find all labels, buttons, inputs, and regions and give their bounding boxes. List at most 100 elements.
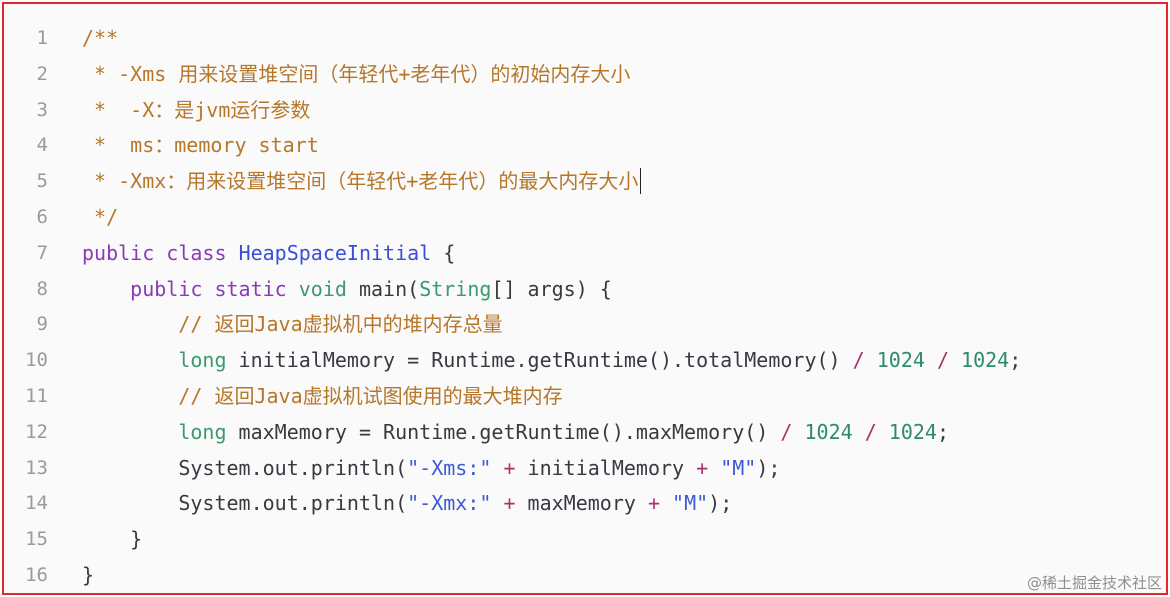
text-cursor: [640, 168, 642, 195]
code-token: [660, 491, 672, 515]
code-line[interactable]: 7 public class HeapSpaceInitial {: [4, 236, 1166, 272]
line-source: // 返回Java虚拟机试图使用的最大堆内存: [82, 379, 563, 415]
line-number: 9: [36, 313, 48, 336]
code-line[interactable]: 6 */: [4, 200, 1166, 236]
line-source: // 返回Java虚拟机中的堆内存总量: [82, 307, 503, 343]
code-line[interactable]: 8 public static void main(String[] args)…: [4, 272, 1166, 308]
line-source: * -X：是jvm运行参数: [82, 93, 310, 129]
code-token: public: [82, 240, 155, 265]
line-number: 16: [25, 563, 48, 586]
line-source: long maxMemory = Runtime.getRuntime().ma…: [82, 415, 949, 451]
line-source: public static void main(String[] args) {: [82, 272, 612, 308]
code-line[interactable]: 10 long initialMemory = Runtime.getRunti…: [4, 343, 1166, 379]
line-number: 7: [36, 241, 48, 264]
code-token: * -Xmx：用来设置堆空间（年轻代+老年代）的最大内存大小: [82, 169, 639, 194]
code-line[interactable]: 13 System.out.println("-Xms:" + initialM…: [4, 451, 1166, 487]
line-number: 10: [25, 349, 48, 372]
line-source: * -Xmx：用来设置堆空间（年轻代+老年代）的最大内存大小: [82, 164, 642, 200]
line-number: 5: [36, 170, 48, 193]
code-token: ;: [1009, 348, 1022, 373]
code-token: +: [696, 455, 709, 480]
code-token: [491, 456, 503, 480]
line-source: */: [82, 200, 118, 236]
code-token: * ms：memory start: [82, 133, 319, 158]
code-token: * -Xms 用来设置堆空间（年轻代+老年代）的初始内存大小: [82, 61, 631, 86]
code-token: 1024: [888, 419, 937, 444]
line-number: 8: [36, 277, 48, 300]
code-token: String: [419, 276, 492, 301]
code-token: {: [431, 240, 456, 265]
line-number: 15: [25, 528, 48, 551]
code-token: [865, 348, 877, 372]
code-line[interactable]: 2 * -Xms 用来设置堆空间（年轻代+老年代）的初始内存大小: [4, 57, 1166, 93]
code-token: [82, 277, 130, 301]
code-token: [792, 420, 804, 444]
code-token: /: [936, 348, 949, 373]
code-token: initialMemory = Runtime.getRuntime().tot…: [226, 348, 853, 373]
line-source: long initialMemory = Runtime.getRuntime(…: [82, 343, 1021, 379]
line-number: 3: [36, 98, 48, 121]
code-token: long: [178, 348, 227, 373]
code-token: 1024: [876, 348, 925, 373]
code-token: maxMemory = Runtime.getRuntime().maxMemo…: [226, 419, 781, 444]
line-source: System.out.println("-Xmx:" + maxMemory +…: [82, 486, 732, 522]
code-token: initialMemory: [515, 455, 697, 480]
code-token: public: [130, 276, 203, 301]
code-line[interactable]: 14 System.out.println("-Xmx:" + maxMemor…: [4, 486, 1166, 522]
line-source: System.out.println("-Xms:" + initialMemo…: [82, 451, 780, 487]
code-token: */: [82, 204, 119, 229]
code-line[interactable]: 4 * ms：memory start: [4, 128, 1166, 164]
code-token: /**: [82, 26, 119, 50]
code-token: }: [82, 562, 95, 587]
code-token: // 返回Java虚拟机中的堆内存总量: [82, 312, 503, 337]
line-number: 12: [25, 420, 48, 443]
code-token: [491, 491, 503, 515]
code-line[interactable]: 3 * -X：是jvm运行参数: [4, 93, 1166, 129]
code-token: +: [503, 491, 516, 516]
code-token: [287, 277, 299, 301]
code-token: +: [503, 455, 516, 480]
code-token: maxMemory: [515, 491, 648, 516]
code-token: // 返回Java虚拟机试图使用的最大堆内存: [82, 383, 563, 408]
code-token: System.out.println(: [82, 491, 408, 516]
code-token: /: [864, 419, 877, 444]
code-token: class: [166, 240, 227, 265]
code-line[interactable]: 15 }: [4, 522, 1166, 558]
code-line[interactable]: 1/**: [4, 21, 1166, 57]
code-token: [] args) {: [491, 276, 612, 301]
line-source: public class HeapSpaceInitial {: [82, 236, 455, 272]
code-token: void: [298, 276, 347, 301]
code-token: HeapSpaceInitial: [238, 240, 432, 265]
code-token: "-Xmx:": [407, 491, 492, 516]
code-token: "M": [720, 455, 757, 480]
code-token: [227, 241, 239, 265]
line-source: * ms：memory start: [82, 128, 319, 164]
code-token: );: [708, 491, 733, 516]
line-number: 2: [36, 62, 48, 85]
code-token: "-Xms:": [407, 455, 492, 480]
code-token: "M": [672, 491, 709, 516]
code-token: /: [852, 348, 865, 373]
code-line[interactable]: 16}: [4, 558, 1166, 594]
code-token: ;: [936, 419, 950, 444]
code-token: /: [780, 419, 793, 444]
code-token: * -X：是jvm运行参数: [82, 97, 311, 122]
code-token: [82, 420, 178, 444]
code-token: [949, 348, 961, 372]
line-number: 11: [25, 384, 48, 407]
code-token: main(: [346, 276, 420, 301]
code-line[interactable]: 5 * -Xmx：用来设置堆空间（年轻代+老年代）的最大内存大小: [4, 164, 1166, 200]
line-source: }: [82, 558, 94, 594]
code-line[interactable]: 12 long maxMemory = Runtime.getRuntime()…: [4, 415, 1166, 451]
code-token: [82, 348, 178, 372]
watermark: @稀土掘金技术社区: [1026, 574, 1162, 592]
code-line[interactable]: 9 // 返回Java虚拟机中的堆内存总量: [4, 307, 1166, 343]
code-line[interactable]: 11 // 返回Java虚拟机试图使用的最大堆内存: [4, 379, 1166, 415]
code-token: [202, 277, 214, 301]
code-token: );: [756, 455, 781, 480]
line-number: 6: [36, 205, 48, 228]
code-token: static: [214, 276, 287, 301]
line-number: 4: [36, 134, 48, 157]
